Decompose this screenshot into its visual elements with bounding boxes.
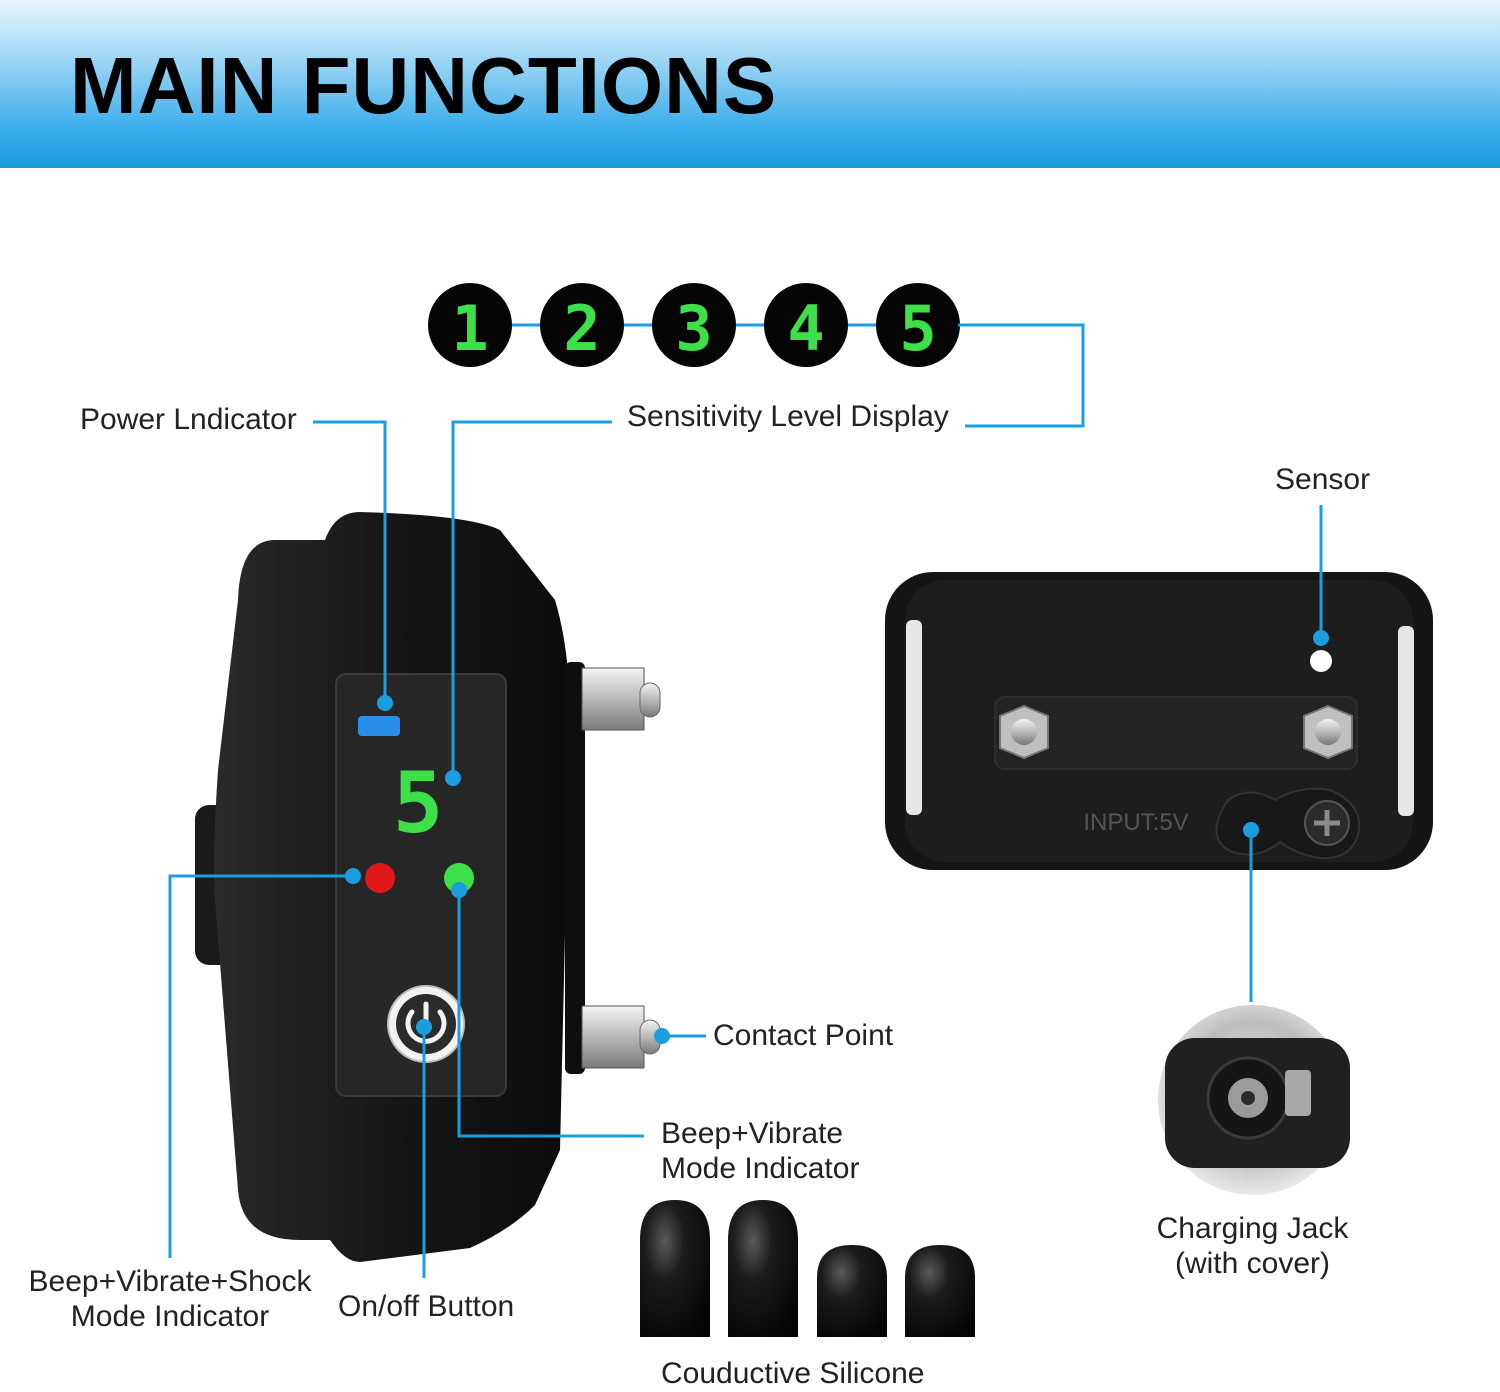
label-charging-jack: Charging Jack (with cover) bbox=[1120, 1212, 1385, 1281]
nut-left bbox=[999, 704, 1049, 760]
callout-sensitivity-device bbox=[451, 420, 612, 778]
level-4-digit: 4 bbox=[787, 292, 824, 365]
front-panel bbox=[335, 673, 507, 1097]
strap-slot-left bbox=[906, 620, 922, 815]
sensor-dot bbox=[1310, 650, 1332, 672]
level-2-digit: 2 bbox=[563, 292, 600, 365]
label-sensor: Sensor bbox=[1275, 463, 1371, 496]
callout-power-indicator bbox=[313, 420, 387, 700]
nut-right bbox=[1303, 704, 1353, 760]
callout-lines bbox=[168, 323, 1323, 1278]
callout-sensitivity-levels bbox=[958, 323, 1085, 428]
label-beep-vibrate-shock-line2: Mode Indicator bbox=[70, 1299, 270, 1333]
level-circle-3: 3 bbox=[652, 283, 736, 367]
label-beep-vibrate-line1: Beep+Vibrate bbox=[661, 1117, 844, 1150]
silicone-cap bbox=[728, 1200, 798, 1337]
label-contact-point: Contact Point bbox=[713, 1019, 894, 1052]
page-title: MAIN FUNCTIONS bbox=[70, 41, 778, 130]
contact-pin-bottom bbox=[581, 1005, 661, 1069]
level-circle-1: 1 bbox=[428, 283, 512, 367]
label-charging-jack-line2: (with cover) bbox=[1174, 1246, 1331, 1280]
level-5-digit: 5 bbox=[899, 292, 936, 365]
label-beep-vibrate-shock-line1: Beep+Vibrate+Shock bbox=[28, 1265, 312, 1298]
silicone-caps bbox=[640, 1200, 975, 1337]
label-silicone: Couductive Silicone bbox=[661, 1357, 925, 1390]
power-led bbox=[358, 716, 400, 736]
input-label: INPUT:5V bbox=[1083, 809, 1188, 836]
receiver-back: INPUT:5V bbox=[885, 572, 1433, 870]
screw-icon bbox=[1304, 800, 1350, 846]
level-circle-5: 5 bbox=[876, 283, 960, 367]
receiver-front: 5 bbox=[195, 512, 661, 1262]
sensitivity-levels: 1 2 3 4 5 bbox=[428, 283, 960, 367]
charging-jack-icon bbox=[1158, 1005, 1350, 1195]
header-banner: MAIN FUNCTIONS bbox=[0, 0, 1500, 168]
level-3-digit: 3 bbox=[675, 292, 712, 365]
callout-beep-vibrate bbox=[457, 890, 644, 1138]
label-onoff-button: On/off Button bbox=[338, 1290, 515, 1323]
label-charging-jack-line1: Charging Jack bbox=[1156, 1212, 1349, 1245]
silicone-cap bbox=[640, 1200, 710, 1337]
callout-dots bbox=[345, 630, 1329, 1044]
label-power-indicator: Power Lndicator bbox=[80, 403, 297, 436]
level-circle-2: 2 bbox=[540, 283, 624, 367]
device-display-digit: 5 bbox=[393, 754, 444, 852]
level-1-digit: 1 bbox=[451, 292, 488, 365]
label-beep-vibrate-shock: Beep+Vibrate+Shock Mode Indicator bbox=[20, 1265, 320, 1334]
strap-slot-right bbox=[1398, 626, 1414, 816]
level-circle-4: 4 bbox=[764, 283, 848, 367]
inner-plate bbox=[994, 696, 1358, 770]
callout-beep-vibrate-shock bbox=[168, 874, 353, 1258]
silicone-cap bbox=[905, 1245, 975, 1337]
green-mode-led bbox=[444, 863, 474, 893]
pin-mount bbox=[565, 662, 585, 1074]
label-beep-vibrate: Beep+Vibrate Mode Indicator bbox=[661, 1117, 859, 1186]
label-sensitivity-display: Sensitivity Level Display bbox=[627, 400, 949, 433]
contact-pin-top bbox=[581, 667, 661, 731]
silicone-cap bbox=[817, 1245, 887, 1337]
red-mode-led bbox=[365, 863, 395, 893]
label-beep-vibrate-line2: Mode Indicator bbox=[661, 1151, 860, 1185]
